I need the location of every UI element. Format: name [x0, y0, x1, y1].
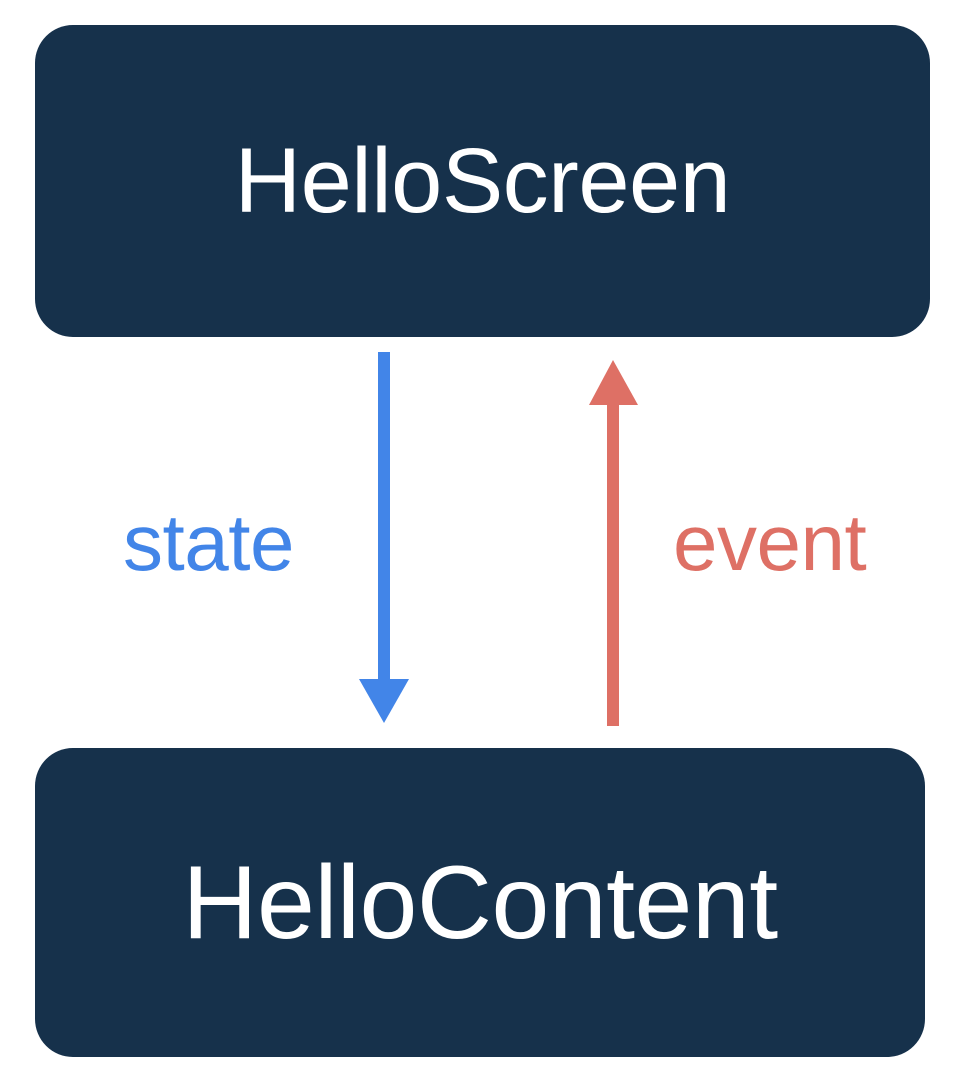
- arrow-down-state-icon: [359, 352, 409, 723]
- node-hello-content-label: HelloContent: [182, 844, 778, 961]
- node-hello-screen[interactable]: HelloScreen: [35, 25, 930, 337]
- edge-label-state: state: [123, 498, 294, 587]
- edge-label-event: event: [673, 498, 867, 587]
- node-hello-content[interactable]: HelloContent: [35, 748, 925, 1057]
- arrow-up-event-icon: [589, 360, 638, 726]
- node-hello-screen-label: HelloScreen: [234, 130, 731, 232]
